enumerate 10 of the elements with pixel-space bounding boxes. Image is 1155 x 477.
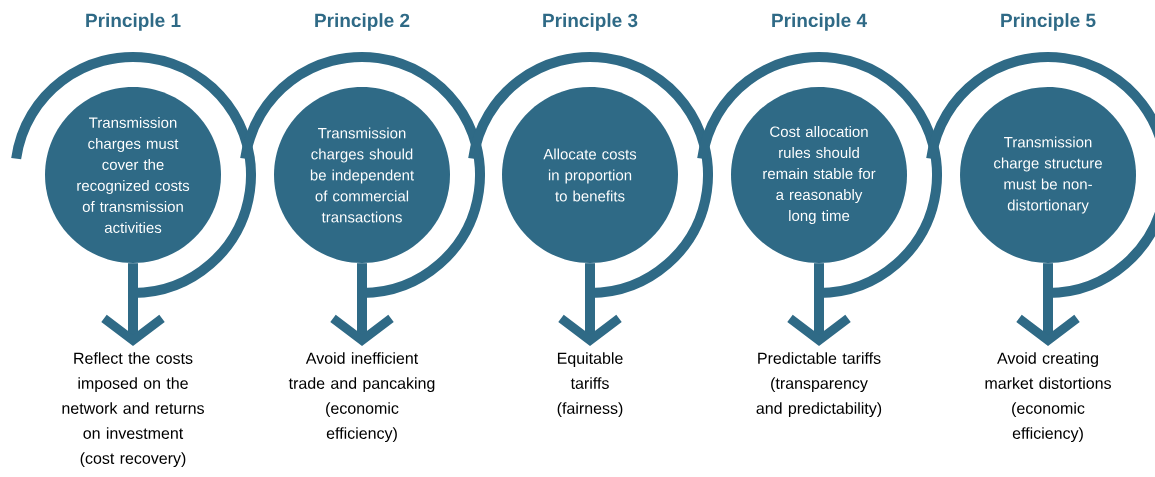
- principle-heading: Principle 3: [543, 13, 638, 31]
- principle-heading: Principle 1: [86, 13, 181, 31]
- outcome-text: Avoid inefficient trade and pancaking (economic efficiency): [288, 352, 435, 443]
- outcome-text: Equitable tariffs (fairness): [557, 352, 623, 418]
- outcome-text: Predictable tariffs (transparency and predictability): [756, 352, 882, 418]
- principle-heading: Principle 4: [772, 13, 867, 31]
- principle-heading: Principle 5: [1001, 13, 1096, 31]
- outcome-text: Avoid creating market distortions (economic efficiency): [985, 352, 1111, 443]
- principle-heading: Principle 2: [315, 13, 410, 31]
- outcome-text: Reflect the costs imposed on the network and returns on investment (cost recovery): [62, 352, 204, 468]
